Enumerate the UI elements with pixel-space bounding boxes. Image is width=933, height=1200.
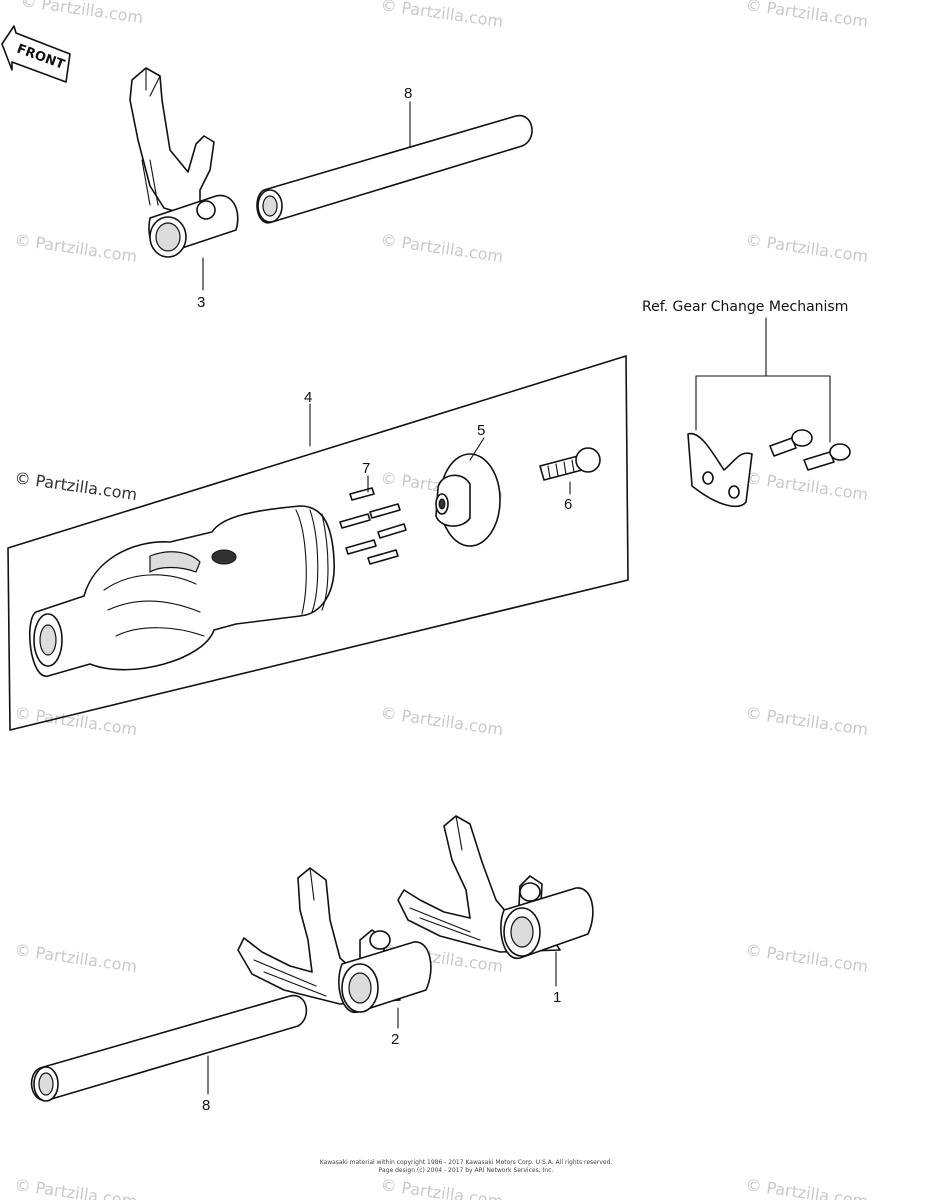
drum-slot — [211, 549, 237, 565]
front-arrow: FRONT — [1, 25, 71, 83]
reference-bracket[interactable] — [687, 432, 753, 508]
bolt-head — [575, 447, 601, 473]
pin — [345, 539, 377, 555]
shift-fork-1[interactable] — [397, 815, 594, 959]
watermark: © Partzilla.com — [744, 468, 869, 504]
watermark: © Partzilla.com — [379, 1175, 504, 1200]
watermark: © Partzilla.com — [744, 0, 869, 31]
fork-1-detail — [409, 815, 481, 941]
part-number-7: 7 — [362, 460, 370, 477]
watermark: © Partzilla.com — [744, 230, 869, 266]
bracket-plate — [687, 432, 753, 508]
part-number-1: 1 — [553, 989, 561, 1006]
watermark: © Partzilla.com — [744, 703, 869, 739]
shift-rod-8-bottom[interactable] — [30, 995, 308, 1102]
rod-8-top-bore — [262, 195, 278, 217]
reference-leaders — [695, 317, 831, 443]
rod-8-top-body — [256, 115, 533, 224]
front-arrow-shape — [1, 25, 71, 83]
fork-2-bore-inner — [348, 972, 372, 1004]
part-number-3: 3 — [197, 294, 205, 311]
part-number-8-bottom: 8 — [202, 1097, 210, 1114]
fork-3-detail — [141, 67, 161, 206]
drum-grooves — [103, 574, 205, 637]
plate-5[interactable] — [435, 453, 501, 547]
shift-rod-8-top[interactable] — [256, 115, 533, 224]
leader-5 — [469, 437, 485, 461]
bracket-hole — [702, 471, 714, 485]
bracket-hole — [728, 485, 740, 499]
rod-8-bottom-bore — [38, 1072, 54, 1096]
pin — [367, 549, 399, 565]
footer-copyright: Kawasaki material within copyright 1986 … — [320, 1159, 613, 1166]
drum-pin-holes — [295, 509, 329, 615]
shift-drum-4[interactable] — [29, 505, 335, 677]
fork-2-pin — [369, 930, 391, 950]
reference-label: Ref. Gear Change Mechanism — [642, 299, 848, 315]
part-number-4: 4 — [304, 389, 312, 406]
bolt-thread-lines — [547, 459, 575, 479]
fork-3-arm — [129, 67, 215, 215]
shift-fork-2[interactable] — [237, 867, 432, 1013]
reference-bolts[interactable] — [769, 429, 851, 471]
pin — [377, 523, 407, 539]
footer-design-credit: Page design (c) 2004 - 2017 by ARI Netwo… — [379, 1167, 554, 1174]
ref-bolt-head — [829, 443, 851, 461]
watermark: © Partzilla.com — [13, 230, 138, 266]
watermark: © Partzilla.com — [744, 1175, 869, 1200]
watermark: © Partzilla.com — [13, 940, 138, 976]
watermark: © Partzilla.com — [379, 703, 504, 739]
drum-body — [29, 505, 335, 677]
watermark: © Partzilla.com — [379, 230, 504, 266]
rod-8-bottom-body — [30, 995, 308, 1101]
pin — [339, 513, 371, 529]
watermark: © Partzilla.com — [13, 703, 138, 739]
plate-hub-bore — [438, 498, 446, 510]
fork-3-pin — [196, 200, 216, 220]
ref-bolt-thread — [769, 437, 797, 457]
shift-fork-3[interactable] — [129, 67, 239, 258]
pin — [349, 487, 375, 501]
watermark: © Partzilla.com — [13, 1175, 138, 1200]
fork-3-bore-inner — [155, 222, 181, 252]
bolt-6[interactable] — [539, 447, 601, 481]
ref-bolt-thread — [803, 451, 835, 471]
watermark: © Partzilla.com — [13, 468, 138, 504]
part-number-8-top: 8 — [404, 85, 412, 102]
part-number-2: 2 — [391, 1031, 399, 1048]
ref-bolt-head — [791, 429, 813, 447]
drum-end-bore — [39, 624, 57, 656]
fork-1-pin — [519, 882, 541, 902]
watermark: © Partzilla.com — [744, 940, 869, 976]
fork-2-detail — [253, 867, 327, 997]
part-number-5: 5 — [477, 422, 485, 439]
assembly-plane — [7, 355, 629, 731]
fork-1-bore-inner — [510, 916, 534, 948]
watermark: © Partzilla.com — [19, 0, 144, 27]
watermark: © Partzilla.com — [379, 0, 504, 31]
part-number-6: 6 — [564, 496, 572, 513]
drum-groove-cut — [149, 551, 201, 574]
pins-7[interactable] — [339, 487, 407, 565]
pin — [369, 503, 401, 519]
